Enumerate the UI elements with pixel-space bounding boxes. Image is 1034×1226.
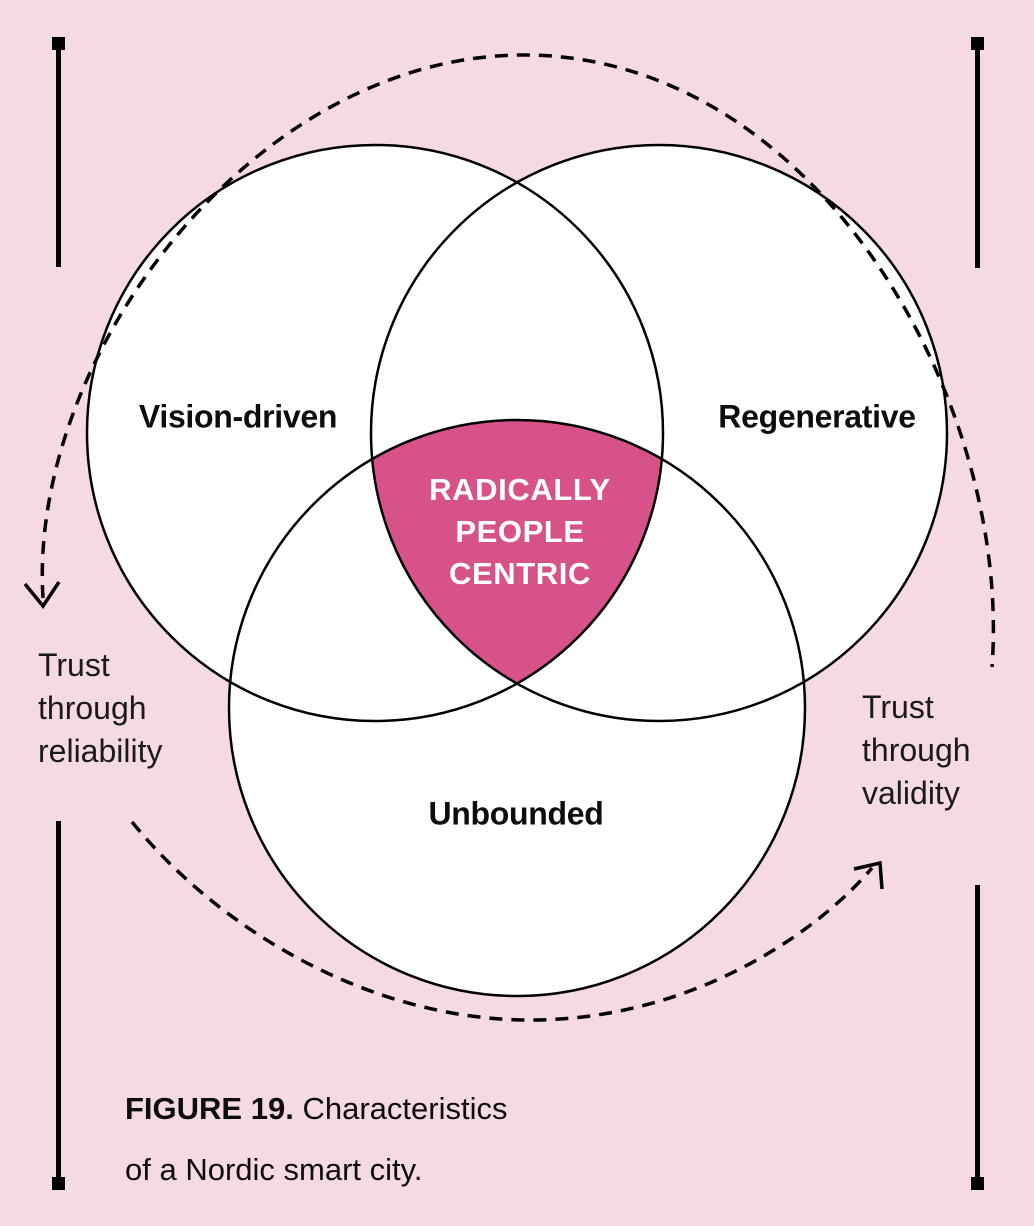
dashed-arc-top	[40, 53, 995, 668]
label-unbounded: Unbounded	[428, 795, 604, 832]
annotation-line: through	[38, 690, 147, 726]
label-regenerative: Regenerative	[718, 398, 916, 435]
circle-vision-driven-outline	[85, 143, 665, 723]
label-vision-driven: Vision-driven	[138, 398, 338, 435]
circle-unbounded	[229, 420, 805, 996]
corner-bar-bottom-right	[971, 885, 984, 1190]
corner-bar-top-right	[971, 37, 984, 268]
arrow-down-icon	[23, 581, 61, 609]
corner-bar-bottom-left	[52, 821, 65, 1190]
circle-unbounded-outline	[227, 418, 807, 998]
corner-bar-top-left	[52, 37, 65, 267]
figure-caption: FIGURE 19. Characteristics of a Nordic s…	[125, 1078, 507, 1200]
annotation-line: reliability	[38, 733, 163, 769]
annotation-line: Trust	[38, 647, 110, 683]
arrow-up-right-icon	[853, 860, 884, 890]
annotation-trust-validity: Trust through validity	[862, 686, 971, 815]
annotation-line: Trust	[862, 689, 934, 725]
center-label: RADICALLY PEOPLE CENTRIC	[429, 469, 611, 595]
center-label-line: RADICALLY	[429, 472, 611, 507]
center-label-line: PEOPLE	[455, 514, 585, 549]
annotation-line: validity	[862, 775, 960, 811]
caption-text-start: Characteristics	[302, 1091, 508, 1126]
caption-line-2: of a Nordic smart city.	[125, 1152, 423, 1187]
dashed-arc-bottom	[130, 820, 874, 1022]
annotation-trust-reliability: Trust through reliability	[38, 644, 162, 773]
caption-line-1: FIGURE 19. Characteristics	[125, 1078, 507, 1139]
annotation-line: through	[862, 732, 971, 768]
circle-regenerative-outline	[369, 143, 949, 723]
center-label-line: CENTRIC	[449, 556, 591, 591]
caption-figure-number: FIGURE 19.	[125, 1091, 294, 1126]
